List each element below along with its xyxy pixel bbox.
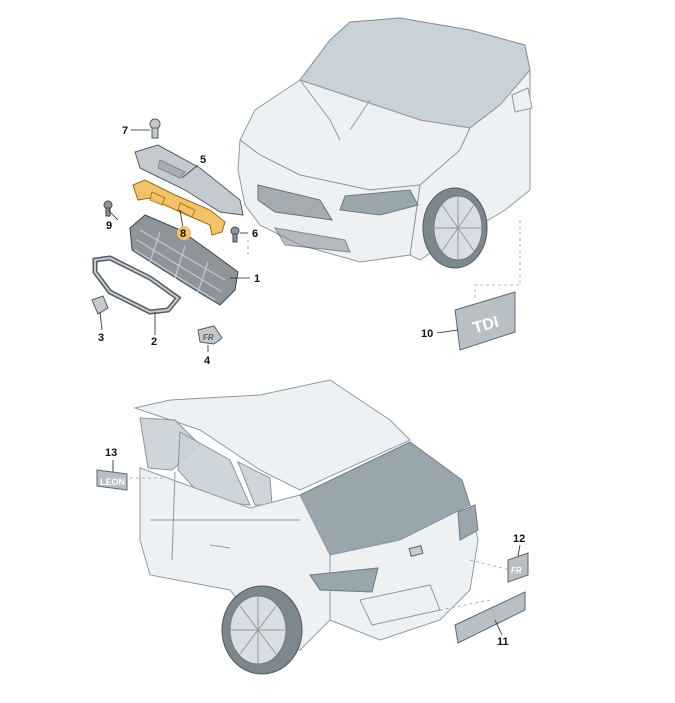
leader-lines [99,129,521,636]
emblem-fr-front-text: FR [203,333,214,342]
screw-part-7 [149,118,161,139]
clip-part-3 [91,295,109,315]
callout-3: 3 [98,332,104,344]
rear-wheel-spokes [230,596,286,664]
callout-13: 13 [105,447,117,459]
callout-2: 2 [151,336,157,348]
callout-10: 10 [421,328,433,340]
callout-11: 11 [497,636,509,648]
fr-rear-emblem-text: FR [511,566,522,575]
callout-numbers: 1 2 3 4 5 6 7 8 9 10 11 12 13 [98,125,525,648]
grille-frame-part-2 [92,255,182,315]
front-car [237,17,533,269]
side-emblem-part-13: LEON [96,469,128,491]
tdi-emblem-part-10: TDI [454,291,516,351]
screw-part-6 [230,226,240,243]
callout-8-highlight [177,226,191,240]
callout-4: 4 [204,355,211,367]
tdi-emblem-text: TDI [471,314,500,337]
bracket-part-8 [132,179,226,236]
callout-12: 12 [513,533,525,545]
callout-7: 7 [122,125,128,137]
callout-8: 8 [180,228,186,240]
fr-rear-emblem-part-12: FR [507,552,529,583]
callout-1: 1 [254,273,260,285]
wheel-spokes [434,196,482,260]
callout-9: 9 [106,220,112,232]
screw-part-9 [103,200,113,217]
air-deflector-part-5 [134,144,244,216]
callout-6: 6 [252,228,258,240]
callout-5: 5 [200,154,206,166]
leon-emblem-part-11: LEON [454,591,532,645]
emblem-part-4: FR [197,325,223,345]
radiator-grille-part-1 [129,214,239,306]
side-emblem-text: LEON [100,477,125,487]
rear-car [133,379,479,675]
